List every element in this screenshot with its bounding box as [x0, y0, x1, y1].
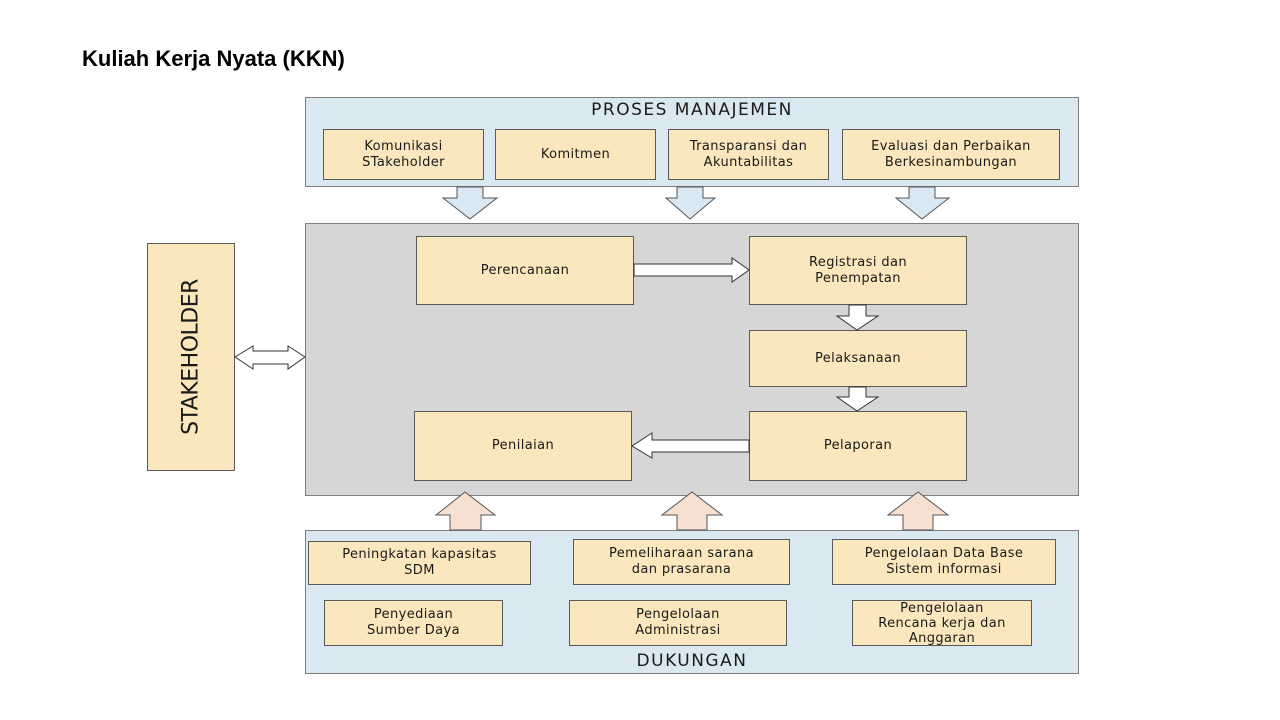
- down-arrow-3: [894, 186, 951, 220]
- komunikasi-stakeholder-box: Komunikasi STakeholder: [323, 129, 484, 180]
- komitmen-box: Komitmen: [495, 129, 656, 180]
- transparansi-akuntabilitas-box: Transparansi dan Akuntabilitas: [668, 129, 829, 180]
- stakeholder-box: STAKEHOLDER: [147, 243, 235, 471]
- stakeholder-double-arrow: [234, 345, 306, 370]
- pelaporan-box: Pelaporan: [749, 411, 967, 481]
- arrow-pelaksanaan-pelaporan: [835, 386, 880, 412]
- perencanaan-box: Perencanaan: [416, 236, 634, 305]
- arrow-perencanaan-registrasi: [633, 257, 750, 283]
- up-arrow-1: [434, 491, 497, 531]
- evaluasi-perbaikan-box: Evaluasi dan Perbaikan Berkesinambungan: [842, 129, 1060, 180]
- pengelolaan-database-box: Pengelolaan Data Base Sistem informasi: [832, 539, 1056, 585]
- down-arrow-2: [664, 186, 717, 220]
- down-arrow-1: [441, 186, 499, 220]
- penilaian-box: Penilaian: [414, 411, 632, 481]
- pelaksanaan-box: Pelaksanaan: [749, 330, 967, 387]
- pemeliharaan-sarana-box: Pemeliharaan sarana dan prasarana: [573, 539, 790, 585]
- arrow-pelaporan-penilaian: [631, 432, 750, 459]
- up-arrow-2: [660, 491, 724, 531]
- penyediaan-sumber-daya-box: Penyediaan Sumber Daya: [324, 600, 503, 646]
- pengelolaan-rencana-kerja-box: Pengelolaan Rencana kerja dan Anggaran: [852, 600, 1032, 646]
- dukungan-heading: DUKUNGAN: [636, 651, 748, 671]
- registrasi-penempatan-box: Registrasi dan Penempatan: [749, 236, 967, 305]
- up-arrow-3: [886, 491, 950, 531]
- arrow-registrasi-pelaksanaan: [835, 304, 880, 331]
- page-title: Kuliah Kerja Nyata (KKN): [82, 46, 345, 71]
- pengelolaan-administrasi-box: Pengelolaan Administrasi: [569, 600, 787, 646]
- proses-manajemen-heading: PROSES MANAJEMEN: [591, 100, 793, 120]
- peningkatan-kapasitas-box: Peningkatan kapasitas SDM: [308, 541, 531, 585]
